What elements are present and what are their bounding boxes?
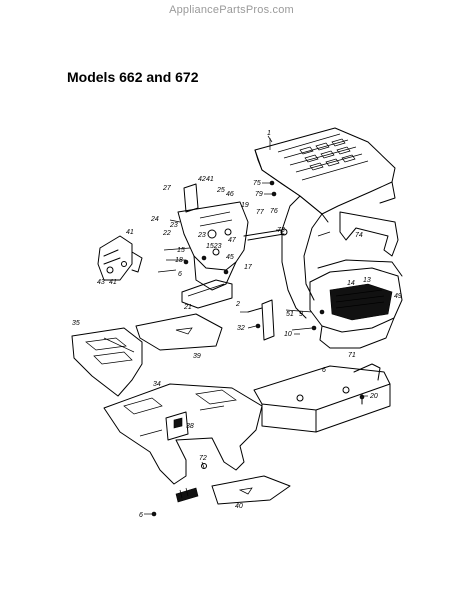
page-title: Models 662 and 672 bbox=[67, 69, 199, 85]
callout-21: 21 bbox=[183, 304, 192, 311]
floor-plate-part bbox=[135, 313, 223, 351]
floor-mat-part bbox=[211, 475, 291, 505]
step-plate-left-part bbox=[71, 327, 143, 397]
callout-32: 32 bbox=[237, 325, 245, 332]
callout-6-b: 6 bbox=[322, 367, 326, 374]
callout-75: 75 bbox=[253, 180, 261, 187]
callout-6-a: 6 bbox=[178, 271, 182, 278]
callout-27: 27 bbox=[162, 185, 172, 192]
callout-46: 46 bbox=[226, 191, 234, 198]
callout-49: 49 bbox=[394, 293, 402, 300]
callout-41-b: 41 bbox=[126, 229, 134, 236]
grille-part bbox=[309, 259, 403, 349]
callout-labels: 1 75 79 27 42 41 25 46 24 19 77 76 23 22… bbox=[72, 130, 402, 519]
callout-22: 22 bbox=[162, 230, 171, 237]
callout-19: 19 bbox=[241, 202, 249, 209]
callout-38: 38 bbox=[186, 423, 194, 430]
dash-pedestal-part bbox=[281, 195, 323, 319]
callout-2: 2 bbox=[235, 301, 240, 308]
callout-77: 77 bbox=[256, 209, 265, 216]
callout-6-c: 6 bbox=[139, 512, 143, 519]
callout-10: 10 bbox=[284, 331, 292, 338]
callout-17: 17 bbox=[244, 264, 253, 271]
callout-41-c: 41 bbox=[109, 279, 117, 286]
leader-lines bbox=[144, 135, 368, 515]
dash-panel-part bbox=[177, 183, 249, 291]
callout-20: 20 bbox=[369, 393, 378, 400]
callout-42: 42 bbox=[198, 176, 206, 183]
callout-43: 43 bbox=[97, 279, 105, 286]
mount-bracket-part bbox=[181, 279, 233, 309]
callout-25: 25 bbox=[216, 187, 225, 194]
hood-side-panel-part bbox=[339, 211, 399, 257]
steering-rod-part bbox=[243, 228, 288, 241]
callout-24: 24 bbox=[150, 216, 159, 223]
callout-51: 51 bbox=[286, 311, 294, 318]
callout-74: 74 bbox=[355, 232, 363, 239]
callout-40: 40 bbox=[235, 503, 243, 510]
rear-fender-part bbox=[103, 383, 263, 485]
callout-18: 18 bbox=[175, 257, 183, 264]
callout-35: 35 bbox=[72, 320, 80, 327]
callout-76: 76 bbox=[270, 208, 278, 215]
side-bracket-part bbox=[97, 235, 143, 281]
callout-45: 45 bbox=[226, 254, 234, 261]
callout-1523: 1523 bbox=[206, 243, 222, 250]
callout-71: 71 bbox=[348, 352, 356, 359]
callout-34: 34 bbox=[153, 381, 161, 388]
callout-23-a: 23 bbox=[169, 222, 178, 229]
callout-13: 13 bbox=[363, 277, 371, 284]
callout-79: 79 bbox=[255, 191, 263, 198]
callout-39: 39 bbox=[193, 353, 201, 360]
callout-72: 72 bbox=[199, 455, 207, 462]
callout-47: 47 bbox=[228, 237, 237, 244]
callout-41-a: 41 bbox=[206, 176, 214, 183]
callout-73: 73 bbox=[277, 227, 285, 234]
callout-15: 15 bbox=[177, 247, 185, 254]
callout-1: 1 bbox=[267, 130, 271, 137]
support-bracket-part bbox=[247, 299, 275, 341]
callout-14: 14 bbox=[347, 280, 355, 287]
rear-reflector-part bbox=[175, 463, 207, 503]
chassis-frame-part bbox=[253, 363, 391, 433]
watermark: AppliancePartsPros.com bbox=[169, 4, 294, 16]
hood-part bbox=[254, 127, 396, 223]
callout-9: 9 bbox=[299, 311, 303, 318]
callout-23-b: 23 bbox=[197, 232, 206, 239]
